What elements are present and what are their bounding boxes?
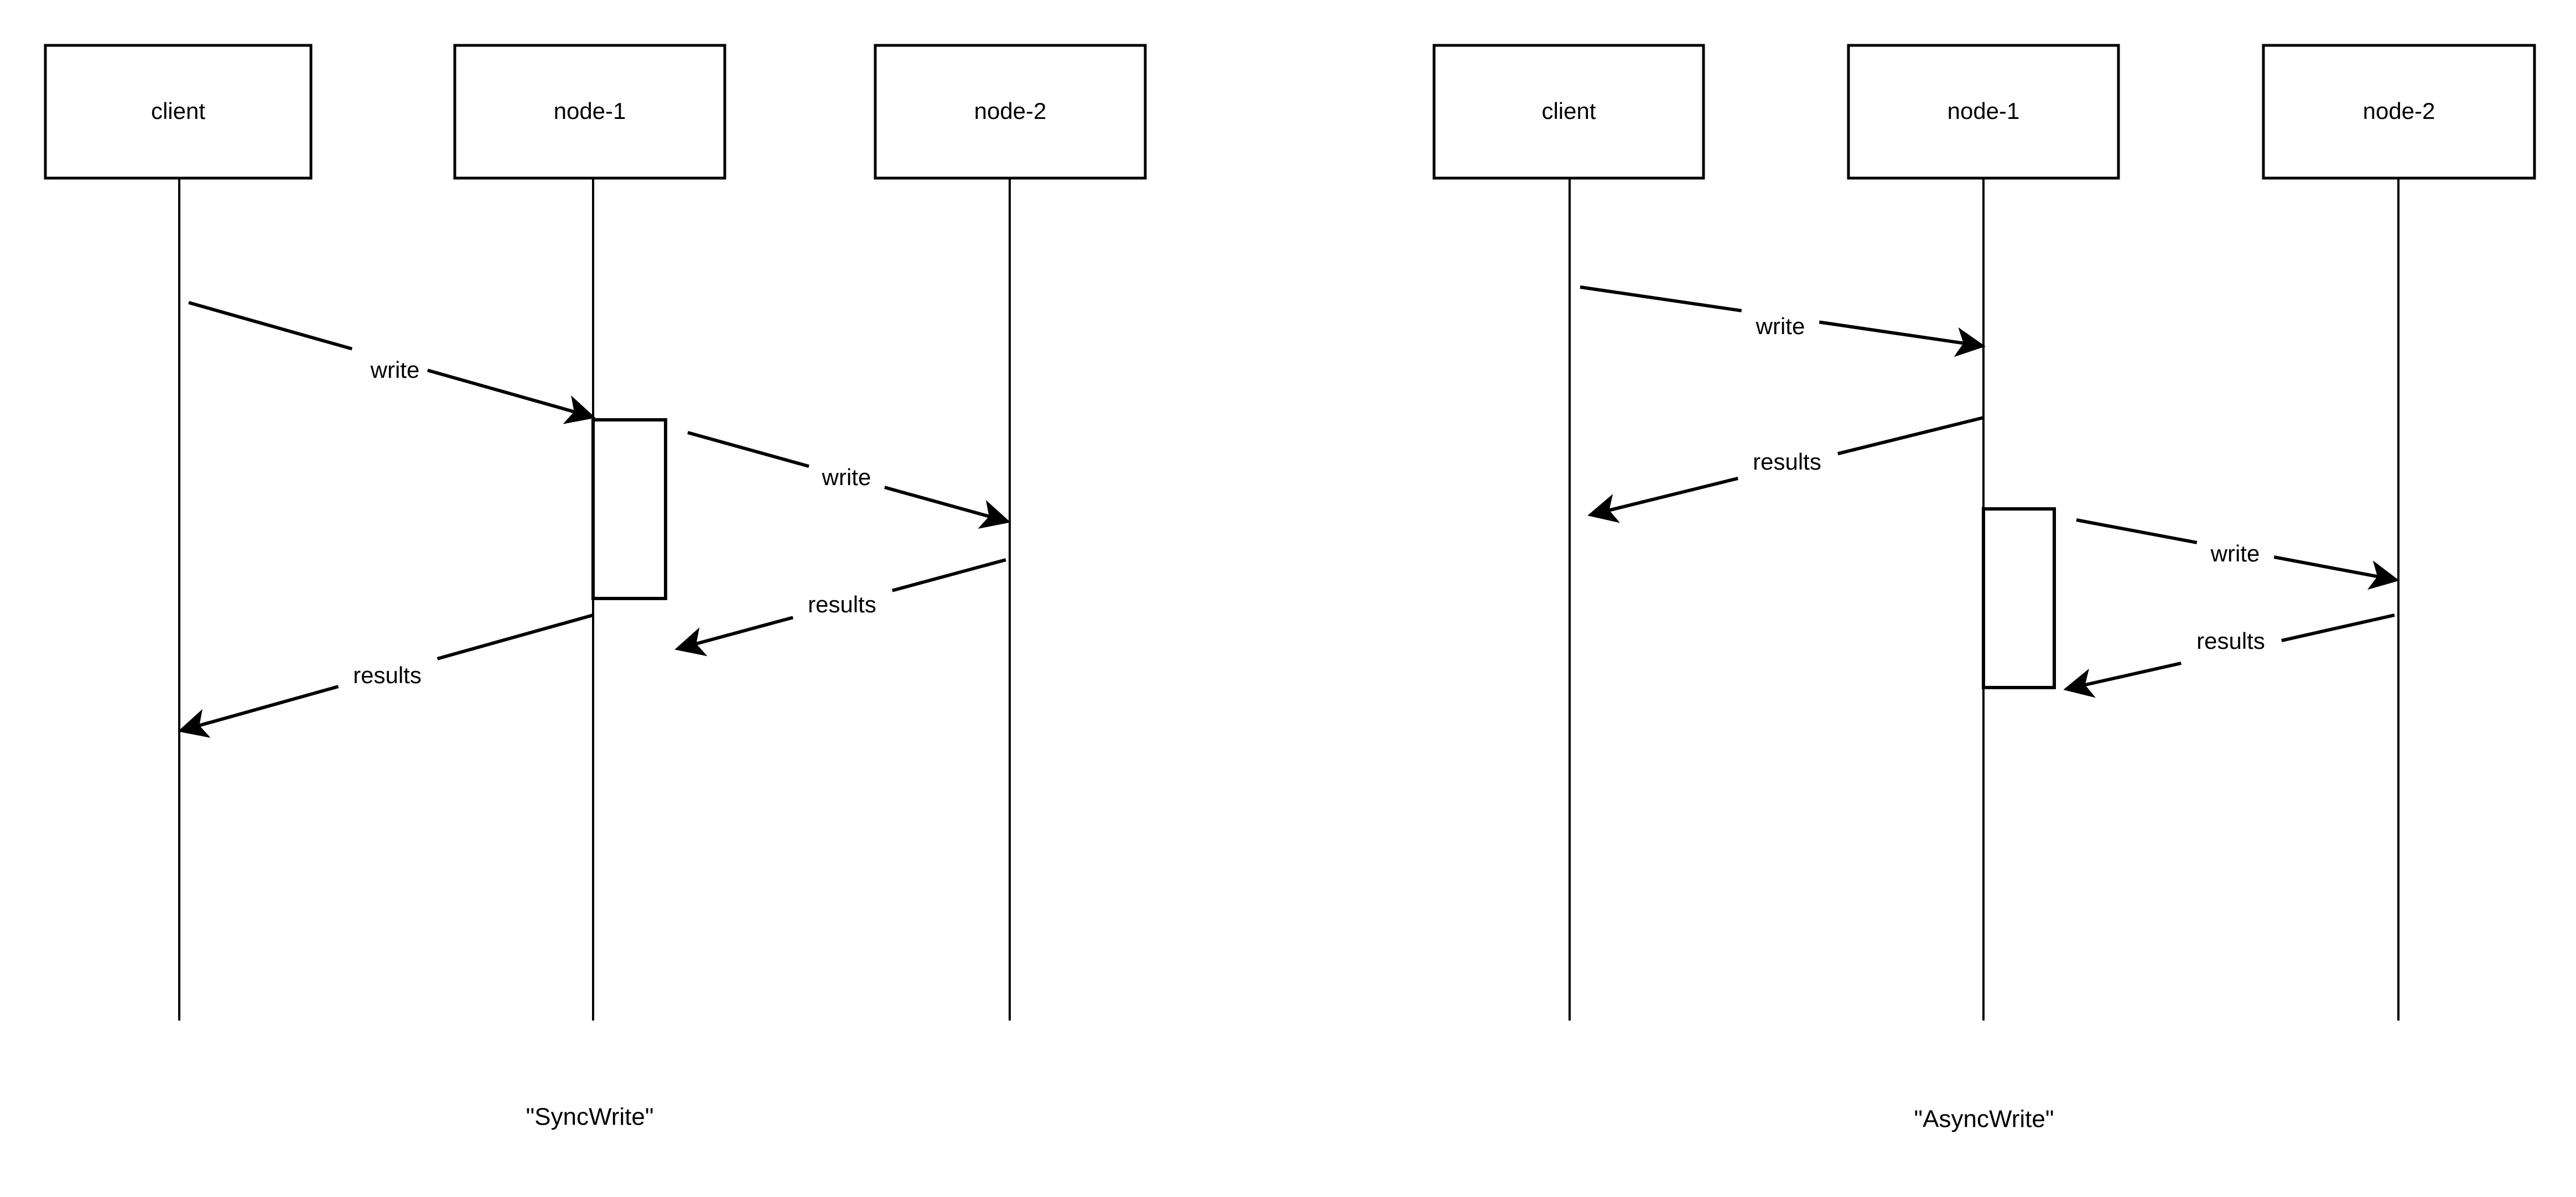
activation-bar-node-1-0 <box>1982 507 2056 689</box>
participant-client[interactable]: client <box>44 44 313 1021</box>
message-write-2: write <box>2076 518 2400 590</box>
participant-box-node-2[interactable] <box>874 44 1147 180</box>
message-line-end-2 <box>674 616 794 657</box>
message-label-write-1: write <box>822 464 871 490</box>
participant-box-node-1[interactable] <box>1847 44 2120 180</box>
message-line-start-3 <box>437 613 594 660</box>
message-line-start-1 <box>687 431 809 468</box>
message-write-0: write <box>188 301 596 424</box>
participant-client[interactable]: client <box>1432 44 1705 1021</box>
message-label-write-2: write <box>2210 540 2260 566</box>
message-label-results-2: results <box>808 591 876 617</box>
message-line-end-3 <box>178 685 339 738</box>
diagram-caption-async-write: "AsyncWrite" <box>1914 1106 2054 1133</box>
message-line-start-2 <box>891 558 1006 592</box>
participant-box-client[interactable] <box>1432 44 1705 180</box>
message-write-0: write <box>1580 285 1986 357</box>
participant-label-client: client <box>151 98 205 124</box>
message-line-start-0 <box>1580 285 1742 313</box>
participant-label-node-2: node-2 <box>974 98 1047 124</box>
message-line-end-1 <box>1587 476 1738 523</box>
participant-label-client: client <box>1541 98 1596 124</box>
message-write-1: write <box>687 431 1011 529</box>
message-line-end-3 <box>2063 662 2182 698</box>
message-label-write-0: write <box>370 357 420 383</box>
message-line-start-3 <box>2281 613 2395 642</box>
diagram-async-write: client node-1 node-2 write results write resul… <box>1432 44 2536 1133</box>
message-results-3: results <box>2063 613 2395 698</box>
participant-box-node-1[interactable] <box>453 44 726 180</box>
participant-label-node-2: node-2 <box>2363 98 2435 124</box>
activation-bar-node-1-0 <box>591 418 667 600</box>
participant-node-2[interactable]: node-2 <box>2262 44 2536 1021</box>
diagram-sync-write: client node-1 node-2 write write results resul… <box>44 44 1147 1131</box>
message-line-end-0 <box>1819 320 1986 357</box>
message-label-results-3: results <box>353 662 422 688</box>
participant-label-node-1: node-1 <box>554 98 626 124</box>
message-label-write-0: write <box>1756 313 1805 339</box>
participant-box-client[interactable] <box>44 44 313 180</box>
message-line-start-2 <box>2076 518 2198 544</box>
message-line-end-0 <box>427 368 596 424</box>
message-line-end-1 <box>884 486 1011 529</box>
message-results-2: results <box>674 558 1006 657</box>
message-line-start-0 <box>188 301 353 351</box>
message-label-results-3: results <box>2196 628 2265 654</box>
message-label-results-1: results <box>1753 449 1821 475</box>
message-line-end-2 <box>2273 555 2400 590</box>
diagram-caption-sync-write: "SyncWrite" <box>526 1104 654 1131</box>
participant-label-node-1: node-1 <box>1947 98 2020 124</box>
message-results-1: results <box>1587 416 1984 523</box>
message-results-3: results <box>178 613 594 738</box>
message-line-start-1 <box>1837 416 1984 456</box>
participant-box-node-2[interactable] <box>2262 44 2536 180</box>
participant-node-1[interactable]: node-1 <box>453 44 726 1021</box>
participant-node-2[interactable]: node-2 <box>874 44 1147 1021</box>
